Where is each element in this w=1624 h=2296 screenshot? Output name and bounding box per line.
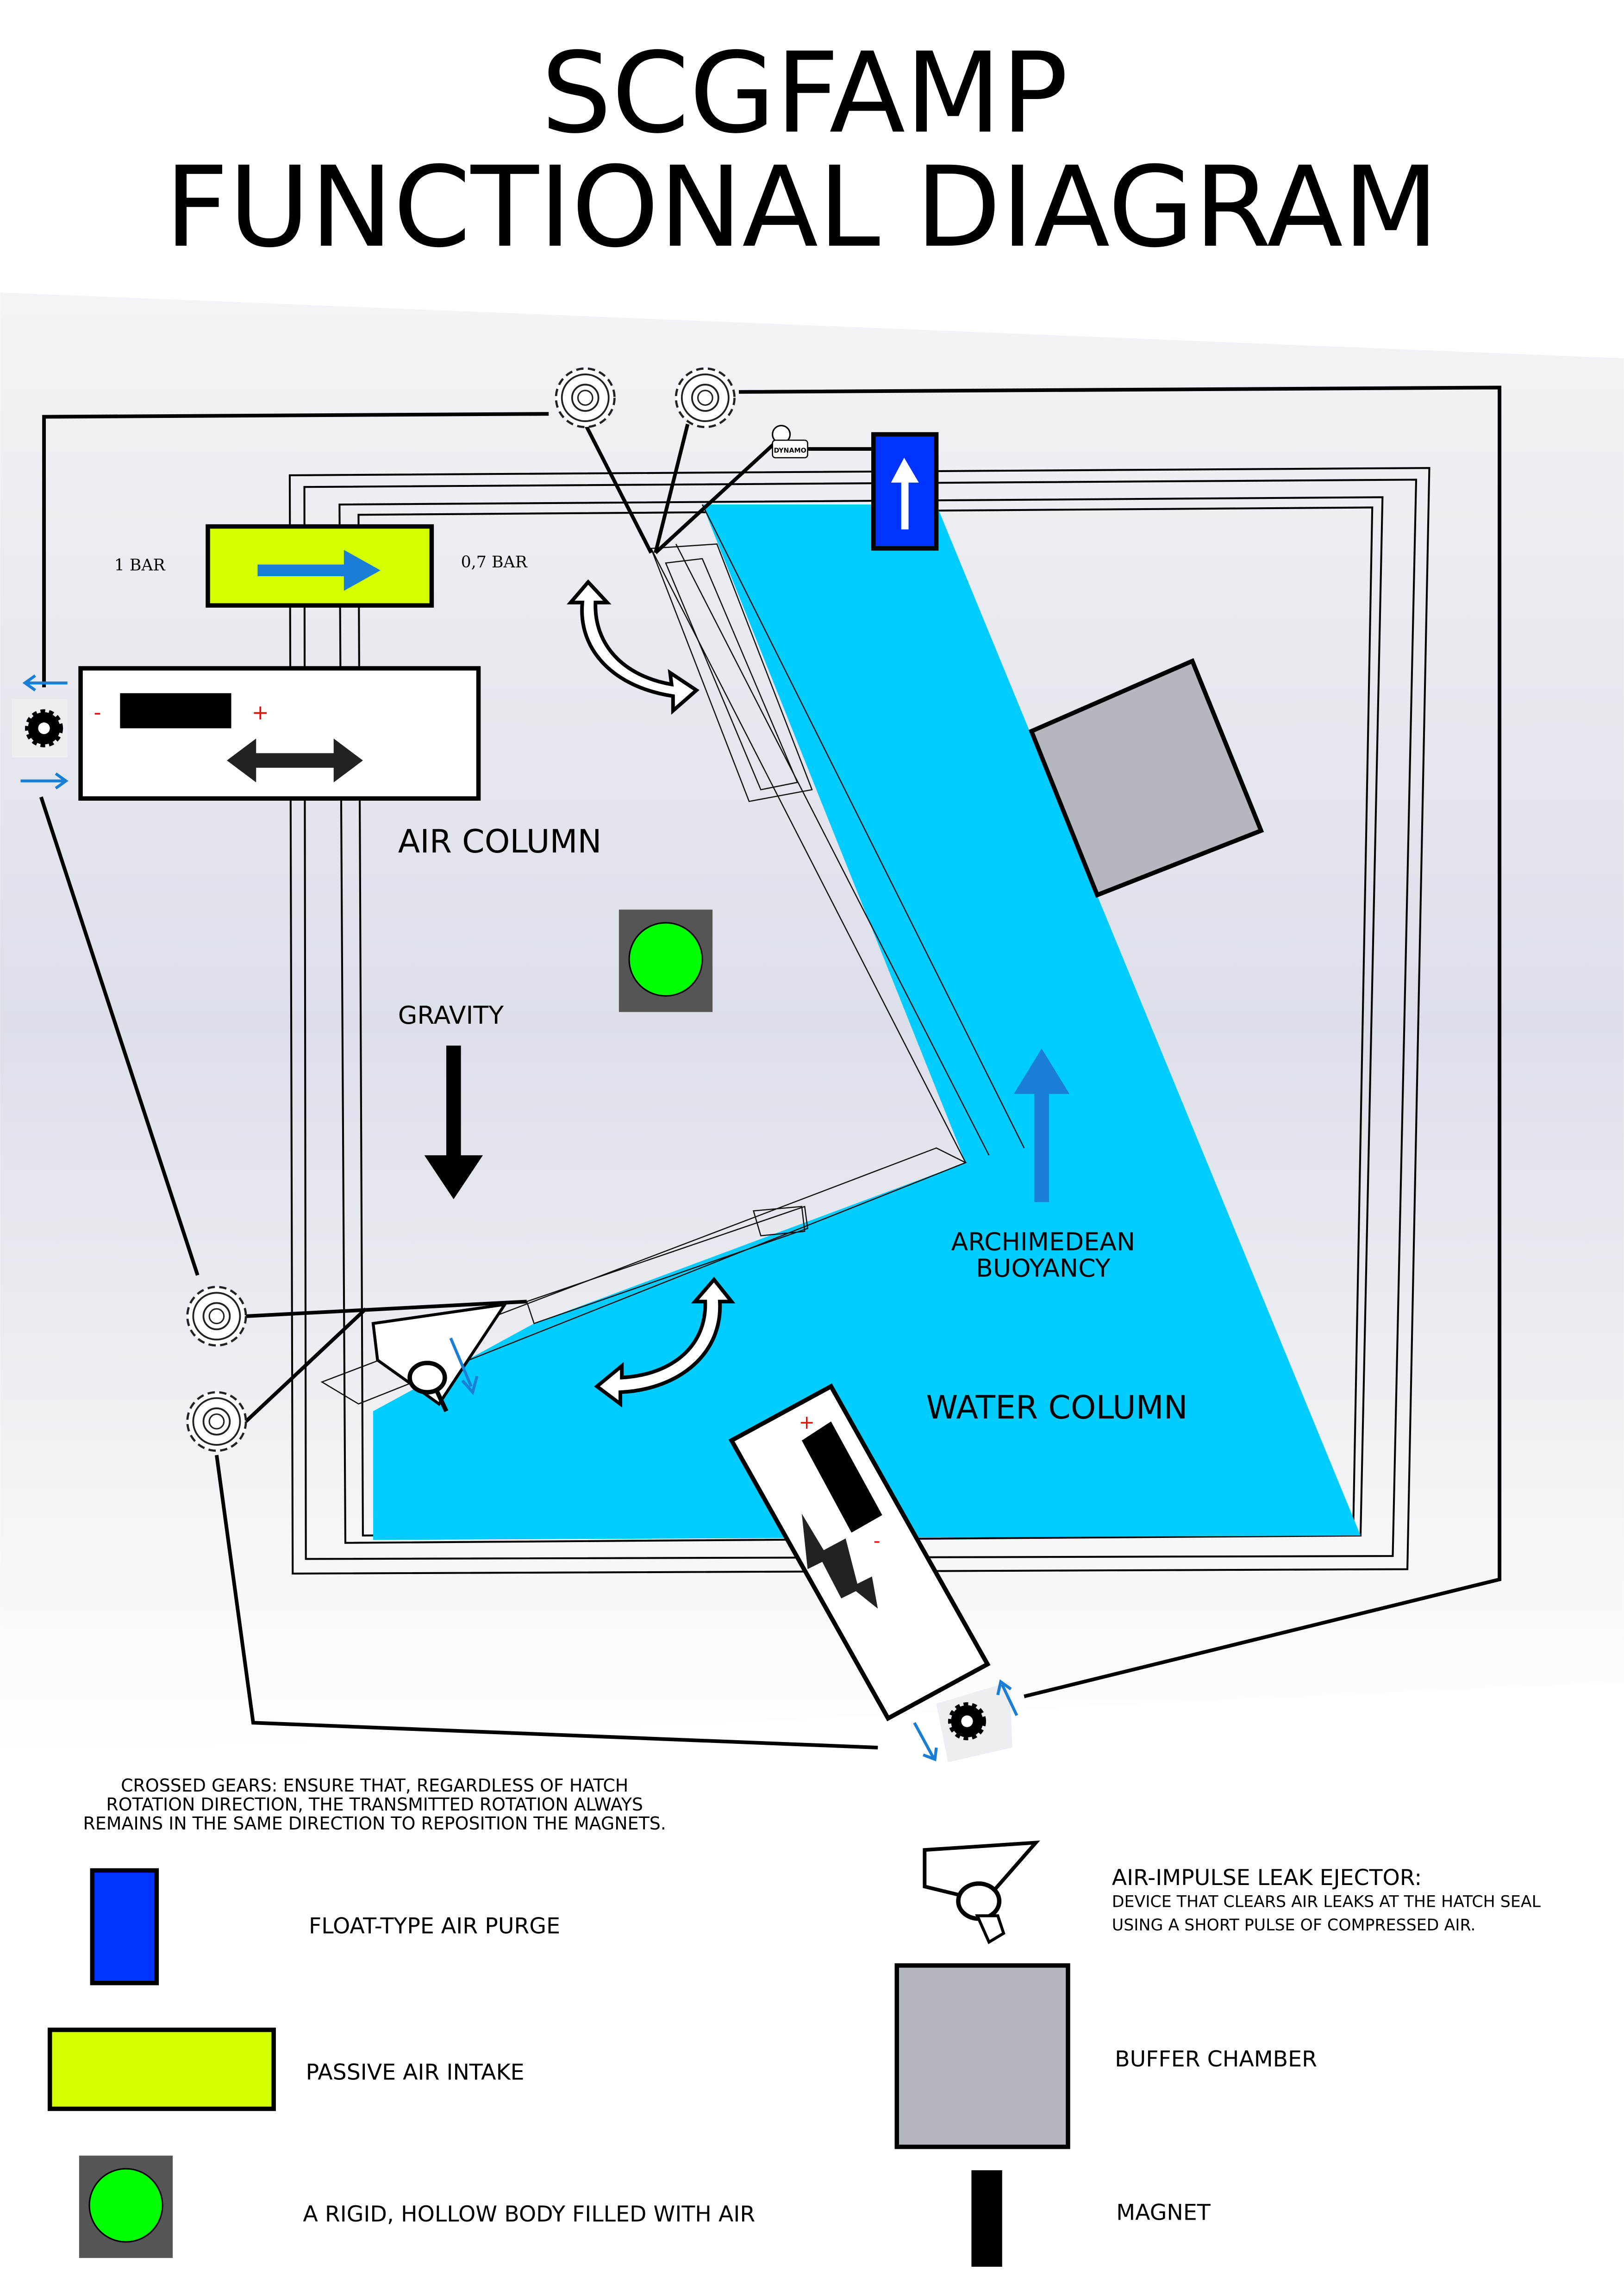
gear-icon [676, 368, 734, 427]
air-column-label: AIR COLUMN [398, 823, 602, 860]
title-line1: SCGFAMP [541, 28, 1068, 158]
inclined-channel [650, 504, 1025, 1163]
legend-float-purge-swatch [90, 1868, 159, 1985]
curved-double-arrow-icon [594, 1276, 736, 1408]
pressure-left-label: 1 BAR [114, 556, 166, 574]
buoyancy-label-1: ARCHIMEDEAN [951, 1227, 1135, 1257]
arrow-up-icon [996, 1679, 1018, 1716]
gear-icon [187, 1287, 246, 1345]
polarity-minus: - [874, 1530, 881, 1552]
hollow-body [618, 909, 713, 1012]
passive-air-intake [206, 524, 434, 608]
magnet-assembly-bottom: + - [728, 1383, 991, 1722]
water-column-label: WATER COLUMN [926, 1389, 1187, 1426]
gear-icon [187, 1392, 246, 1450]
water-column [373, 504, 1361, 1540]
legend-magnet-swatch [971, 2170, 1002, 2267]
gear-icon [28, 712, 60, 745]
legend-ejector-desc: DEVICE THAT CLEARS AIR LEAKS AT THE HATC… [1112, 1892, 1541, 1911]
legend-ejector-desc: USING A SHORT PULSE OF COMPRESSED AIR. [1112, 1916, 1476, 1935]
legend-hollow-body-ball [88, 2168, 163, 2243]
legend-buffer-chamber-label: BUFFER CHAMBER [1115, 2047, 1317, 2072]
arrow-up-icon [1014, 1048, 1070, 1202]
leak-ejector-icon [371, 1302, 508, 1412]
hatch [320, 1147, 967, 1405]
legend-float-purge-label: FLOAT-TYPE AIR PURGE [309, 1913, 560, 1939]
curved-double-arrow-icon [567, 579, 700, 715]
magnet-assembly-top: - + [78, 666, 481, 801]
pressure-right-label: 0,7 BAR [461, 553, 528, 572]
gear-icon [951, 1705, 983, 1737]
arrow-left-icon [22, 674, 68, 692]
magnet [120, 693, 231, 728]
double-arrow-icon [227, 738, 363, 783]
legend-ejector-title: AIR-IMPULSE LEAK EJECTOR: [1112, 1865, 1422, 1891]
legend-hollow-body-label: A RIGID, HOLLOW BODY FILLED WITH AIR [303, 2202, 755, 2227]
buffer-chamber [1028, 658, 1264, 898]
dynamo-label: DYNAMO [774, 447, 806, 454]
legend-air-intake-swatch [47, 2028, 276, 2111]
title-line2: FUNCTIONAL DIAGRAM [165, 143, 1439, 272]
polarity-plus: + [252, 701, 269, 725]
arrow-up-icon [891, 458, 919, 529]
legend-air-intake-label: PASSIVE AIR INTAKE [306, 2060, 525, 2085]
float-air-purge [871, 432, 939, 551]
legend-magnet-label: MAGNET [1116, 2200, 1211, 2226]
crossed-gears-note: ROTATION DIRECTION, THE TRANSMITTED ROTA… [106, 1794, 643, 1815]
polarity-minus: - [94, 701, 101, 725]
legend-buffer-chamber-swatch [894, 1963, 1070, 2149]
arrow-down-icon [424, 1045, 483, 1200]
legend-leak-ejector-icon [923, 1840, 1040, 1944]
gravity-label: GRAVITY [398, 1001, 504, 1030]
gear-icon [556, 368, 614, 427]
crossed-gears-note: CROSSED GEARS: ENSURE THAT, REGARDLESS O… [121, 1775, 628, 1796]
legend: CROSSED GEARS: ENSURE THAT, REGARDLESS O… [47, 1775, 1541, 2267]
arrow-right-icon [20, 772, 69, 790]
polarity-plus: + [799, 1411, 815, 1433]
crossed-gears-note: REMAINS IN THE SAME DIRECTION TO REPOSIT… [83, 1813, 666, 1834]
dynamo-icon: DYNAMO [772, 424, 875, 459]
double-arrow-icon [801, 1513, 878, 1609]
magnet [801, 1421, 882, 1533]
arrow-right-icon [257, 550, 381, 591]
tank-frame [288, 467, 1430, 1575]
transmission-wires [39, 386, 1502, 1749]
buoyancy-label-2: BUOYANCY [976, 1254, 1111, 1283]
arrow-down-icon [913, 1722, 938, 1761]
